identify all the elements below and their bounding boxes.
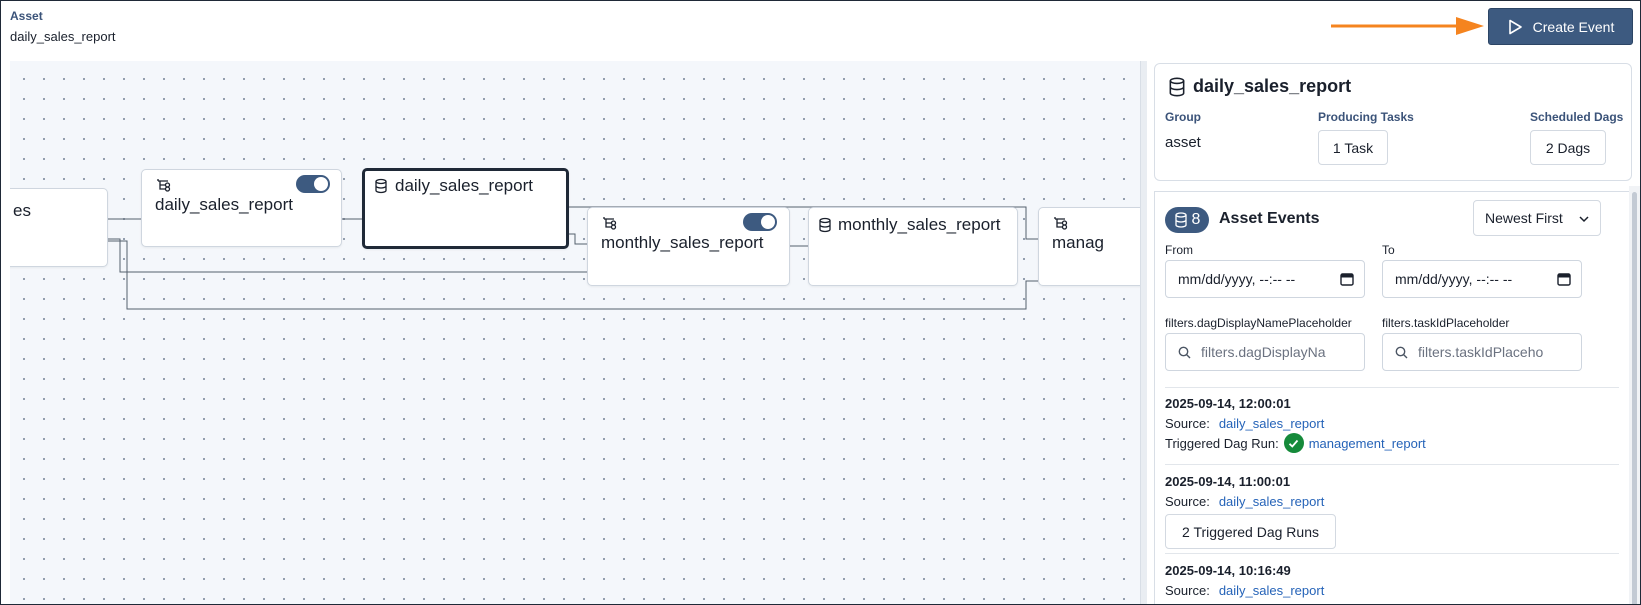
event-item: 2025-09-14, 11:00:01 Source: daily_sales… [1165, 474, 1619, 549]
events-title: Asset Events [1219, 210, 1320, 227]
page-title: daily_sales_report [10, 29, 116, 44]
graph-node-asset-daily-sales-report[interactable]: daily_sales_report [362, 168, 569, 249]
database-icon [375, 178, 387, 194]
events-scrollbar[interactable] [1629, 186, 1640, 604]
event-count: 8 [1191, 211, 1201, 228]
page-type-label: Asset [10, 9, 43, 23]
event-timestamp: 2025-09-14, 10:16:49 [1165, 563, 1291, 578]
graph-node-partial-left[interactable]: es [10, 188, 108, 267]
task-icon [157, 179, 171, 192]
group-label: Group [1165, 110, 1201, 124]
node-label: es [13, 201, 31, 220]
producing-tasks-label: Producing Tasks [1318, 110, 1414, 124]
task-icon [603, 217, 617, 230]
event-item: 2025-09-14, 12:00:01 Source: daily_sales… [1165, 396, 1619, 453]
event-item: 2025-09-14, 10:16:49 Source: daily_sales… [1165, 563, 1619, 598]
graph-node-partial-right[interactable]: manag [1038, 207, 1140, 286]
dag-filter-input[interactable]: filters.dagDisplayNa [1165, 333, 1365, 371]
to-label: To [1382, 243, 1395, 257]
task-filter-input[interactable]: filters.taskIdPlaceho [1382, 333, 1582, 371]
source-label: Source: [1165, 416, 1210, 431]
annotation-arrow [1331, 17, 1484, 35]
scrollbar-thumb[interactable] [1632, 192, 1637, 604]
dag-filter-placeholder: filters.dagDisplayNa [1201, 344, 1326, 360]
asset-title: daily_sales_report [1193, 76, 1352, 96]
event-timestamp: 2025-09-14, 12:00:01 [1165, 396, 1291, 411]
source-label: Source: [1165, 494, 1210, 509]
play-icon [1508, 19, 1522, 34]
node-label: monthly_sales_report [838, 215, 1001, 234]
group-value: asset [1165, 134, 1201, 151]
calendar-icon[interactable] [1557, 272, 1571, 286]
search-icon [1178, 346, 1191, 358]
database-icon [1169, 77, 1185, 97]
node-label: manag [1052, 233, 1104, 252]
dag-toggle[interactable] [743, 213, 777, 231]
to-datetime-input[interactable]: mm/dd/yyyy, --:-- -- [1382, 260, 1582, 298]
scheduled-dags-button[interactable]: 2 Dags [1530, 130, 1606, 165]
calendar-icon[interactable] [1340, 272, 1354, 286]
divider [1165, 553, 1619, 554]
database-icon [1174, 212, 1187, 228]
graph-node-task-monthly-sales-report[interactable]: monthly_sales_report [587, 207, 790, 286]
graph-node-task-daily-sales-report[interactable]: daily_sales_report [141, 169, 342, 247]
database-icon [819, 217, 831, 233]
search-icon [1395, 346, 1408, 358]
asset-graph-canvas[interactable]: es daily_sales_report daily_sales_report… [10, 61, 1140, 604]
chevron-down-icon [1579, 216, 1589, 223]
create-event-button[interactable]: Create Event [1488, 8, 1633, 45]
source-link[interactable]: daily_sales_report [1218, 416, 1325, 431]
dag-filter-label: filters.dagDisplayNamePlaceholder [1165, 316, 1352, 330]
success-check-icon [1283, 433, 1304, 453]
source-link[interactable]: daily_sales_report [1218, 583, 1325, 598]
triggered-run-link[interactable]: management_report [1308, 435, 1426, 451]
asset-details-card: daily_sales_report Group asset Producing… [1154, 63, 1632, 181]
sort-value: Newest First [1485, 210, 1563, 226]
scheduled-dags-label: Scheduled Dags [1530, 110, 1624, 124]
divider [1165, 464, 1619, 465]
panel-resize-handle[interactable] [1140, 61, 1147, 604]
triggered-run-label: Triggered Dag Run: [1165, 435, 1279, 451]
node-label: daily_sales_report [395, 176, 533, 195]
from-value: mm/dd/yyyy, --:-- -- [1178, 271, 1296, 287]
task-filter-label: filters.taskIdPlaceholder [1382, 316, 1510, 330]
from-label: From [1165, 243, 1193, 257]
source-link[interactable]: daily_sales_report [1218, 494, 1325, 509]
create-event-label: Create Event [1532, 18, 1615, 35]
to-value: mm/dd/yyyy, --:-- -- [1395, 271, 1513, 287]
source-label: Source: [1165, 583, 1210, 598]
sort-select[interactable]: Newest First [1473, 200, 1601, 236]
divider [1165, 387, 1619, 388]
triggered-runs-button[interactable]: 2 Triggered Dag Runs [1165, 514, 1336, 549]
dag-toggle[interactable] [296, 175, 330, 193]
task-filter-placeholder: filters.taskIdPlaceho [1418, 344, 1544, 360]
graph-edges [108, 206, 1038, 310]
from-datetime-input[interactable]: mm/dd/yyyy, --:-- -- [1165, 260, 1365, 298]
graph-node-asset-monthly-sales-report[interactable]: monthly_sales_report [808, 207, 1018, 286]
node-label: daily_sales_report [155, 195, 293, 214]
node-label: monthly_sales_report [601, 233, 764, 252]
event-timestamp: 2025-09-14, 11:00:01 [1165, 474, 1291, 489]
event-count-badge: 8 [1165, 207, 1209, 233]
asset-events-panel: 8 Asset Events Newest First From mm/dd/y… [1154, 191, 1629, 604]
producing-tasks-button[interactable]: 1 Task [1318, 130, 1388, 165]
task-icon [1054, 217, 1068, 230]
